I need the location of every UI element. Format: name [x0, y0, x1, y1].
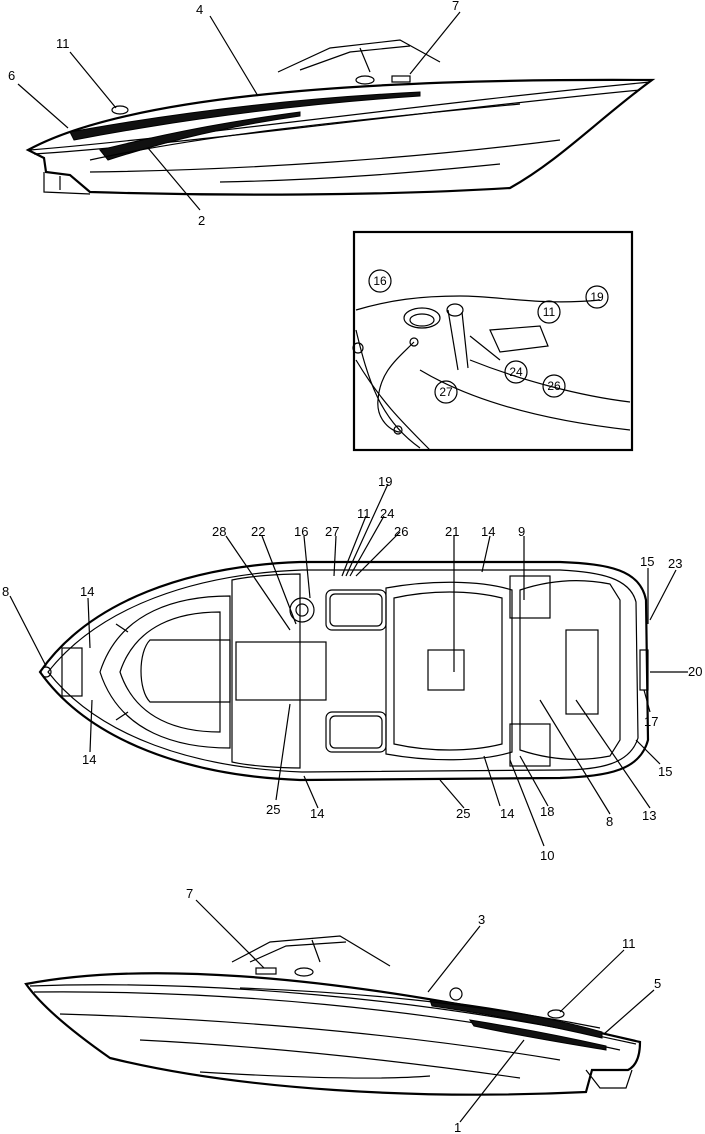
callout-label: 1 — [454, 1120, 461, 1134]
callout-label: 28 — [212, 524, 226, 539]
callout-label: 17 — [644, 714, 658, 729]
callout-label: 2 — [198, 213, 205, 228]
boat-side-view-bottom: 7 3 11 5 1 — [24, 886, 661, 1134]
callout-label: 11 — [357, 506, 371, 521]
inset-callout-label: 19 — [590, 290, 604, 304]
callout-label: 25 — [456, 806, 470, 821]
callout-label: 7 — [186, 886, 193, 901]
callout-label: 9 — [518, 524, 525, 539]
callout-label: 11 — [56, 36, 70, 51]
boat-top-view: 19 11 24 28 22 16 27 26 21 14 9 15 23 8 … — [2, 474, 702, 863]
callout-label: 5 — [654, 976, 661, 991]
inset-callout-label: 26 — [547, 379, 561, 393]
callout-label: 15 — [658, 764, 672, 779]
callout-label: 15 — [640, 554, 654, 569]
inset-callout-label: 24 — [509, 365, 523, 379]
callout-label: 14 — [500, 806, 514, 821]
callout-label: 24 — [380, 506, 394, 521]
callout-label: 10 — [540, 848, 554, 863]
boat-side-view-top: 7 4 11 6 2 — [8, 0, 656, 228]
callout-label: 25 — [266, 802, 280, 817]
inset-callout-label: 11 — [543, 305, 556, 319]
callout-label: 13 — [642, 808, 656, 823]
callout-label: 21 — [445, 524, 459, 539]
callout-label: 4 — [196, 2, 203, 17]
callout-label: 22 — [251, 524, 265, 539]
inset-callout-label: 27 — [439, 385, 453, 399]
callout-label: 19 — [378, 474, 392, 489]
callout-label: 27 — [325, 524, 339, 539]
callout-label: 14 — [82, 752, 96, 767]
callout-label: 8 — [606, 814, 613, 829]
inset-detail: 16 19 11 27 24 26 — [352, 230, 634, 452]
callout-label: 16 — [294, 524, 308, 539]
callout-label: 7 — [452, 0, 459, 13]
inset-callout-label: 16 — [373, 274, 387, 288]
callout-label: 8 — [2, 584, 9, 599]
callout-label: 26 — [394, 524, 408, 539]
callout-label: 20 — [688, 664, 702, 679]
callout-label: 3 — [478, 912, 485, 927]
callout-label: 18 — [540, 804, 554, 819]
callout-label: 14 — [80, 584, 94, 599]
callout-label: 11 — [622, 936, 636, 951]
callout-label: 23 — [668, 556, 682, 571]
callout-label: 14 — [310, 806, 324, 821]
callout-label: 6 — [8, 68, 15, 83]
callout-label: 14 — [481, 524, 495, 539]
